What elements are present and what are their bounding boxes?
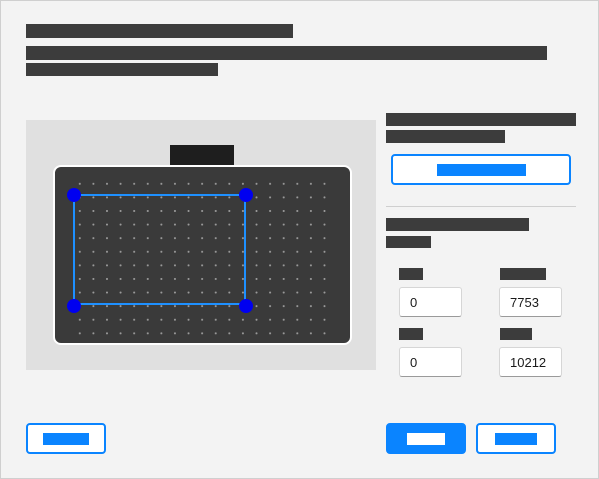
height-field[interactable] (499, 347, 562, 377)
height-label (500, 328, 532, 340)
width-field[interactable] (499, 287, 562, 317)
drag-handle-icon-bottom-right[interactable] (239, 299, 253, 313)
section-heading-line-2 (386, 130, 505, 143)
drag-handle-icon-top-left[interactable] (67, 188, 81, 202)
dialog-description-line-1 (26, 46, 547, 60)
x-label (399, 268, 423, 280)
select-area-button-label (436, 163, 526, 176)
display-label-bar (170, 145, 234, 165)
drag-handle-icon-top-right[interactable] (239, 188, 253, 202)
cancel-button-label (495, 432, 537, 445)
mapping-area-rectangle[interactable] (73, 194, 246, 305)
dialog-description-line-2 (26, 63, 218, 76)
y-label (399, 328, 423, 340)
mapping-heading-line-1 (386, 218, 529, 231)
select-area-button[interactable] (391, 154, 571, 185)
x-field[interactable] (399, 287, 462, 317)
dialog-title (26, 24, 293, 38)
width-label (500, 268, 546, 280)
ok-button-label (407, 432, 445, 445)
drag-handle-icon-bottom-left[interactable] (67, 299, 81, 313)
cancel-button[interactable] (476, 423, 556, 454)
section-divider (386, 206, 576, 207)
section-heading-line-1 (386, 113, 576, 126)
reset-button-label (43, 432, 89, 445)
mapping-heading-line-2 (386, 236, 431, 248)
ok-button[interactable] (386, 423, 466, 454)
y-field[interactable] (399, 347, 462, 377)
reset-button[interactable] (26, 423, 106, 454)
tablet-grid (73, 177, 331, 335)
